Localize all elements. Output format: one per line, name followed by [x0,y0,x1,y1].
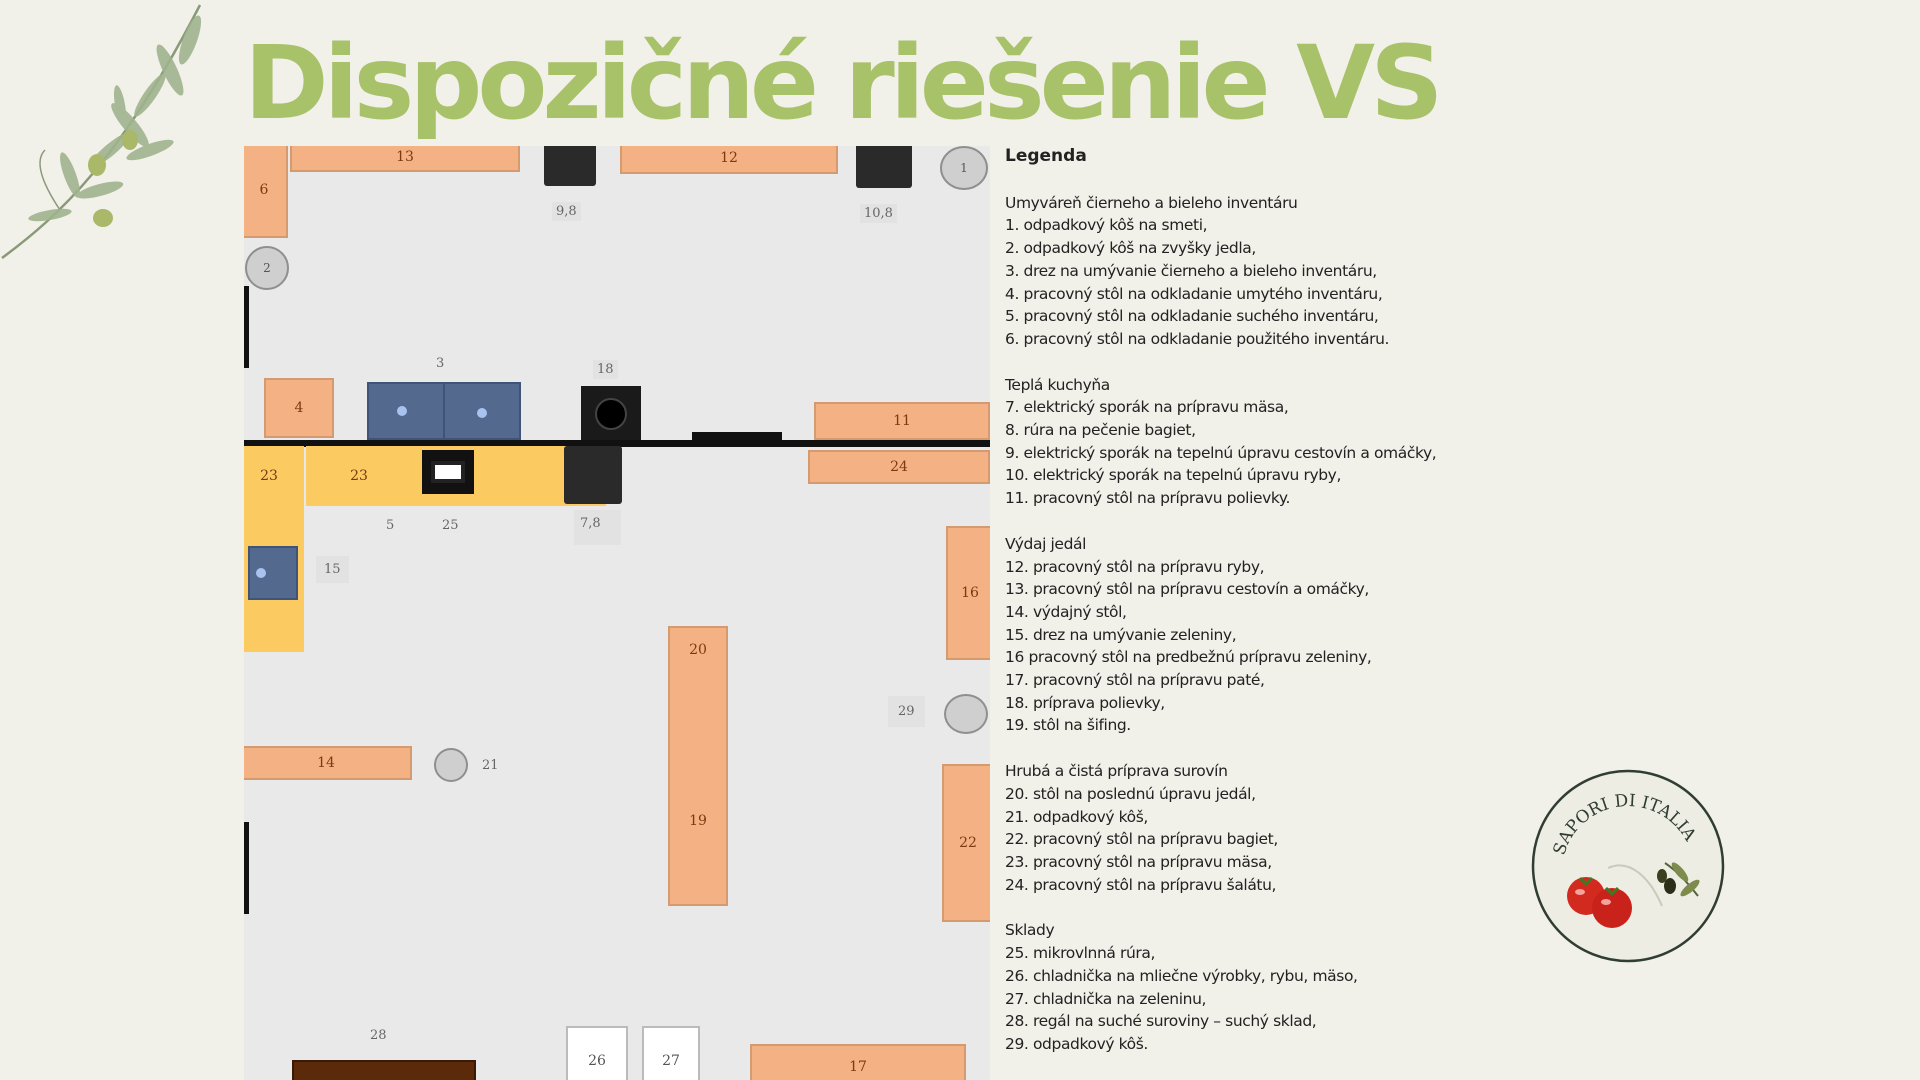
legend-item: 4. pracovný stôl na odkladanie umytého i… [1005,284,1383,303]
stove-10-8 [856,146,912,188]
table-6: 6 [244,146,288,238]
wall-segment [244,286,249,368]
table-24: 24 [808,450,990,484]
table-11: 11 [814,402,990,440]
section-title: Umyváreň čierneho a bieleho inventáru [1005,193,1298,212]
legend-item: 25. mikrovlnná rúra, [1005,944,1156,963]
label-28: 28 [370,1028,387,1043]
legend-item: 2. odpadkový kôš na zvyšky jedla, [1005,239,1256,258]
table-16: 16 [946,526,990,660]
sapori-di-italia-logo: SAPORI DI ITALIA [1531,769,1725,963]
wall-segment [692,432,782,440]
table-22: 22 [942,764,990,922]
legend-item: 5. pracovný stôl na odkladanie suchého i… [1005,307,1379,326]
bin-2: 2 [245,246,289,290]
legend-item: 27. chladnička na zeleninu, [1005,989,1207,1008]
label-3: 3 [436,356,445,371]
legend-item: 14. výdajný stôl, [1005,602,1127,621]
legend-item: 17. pracovný stôl na prípravu paté, [1005,671,1265,690]
microwave-25 [422,450,474,494]
legend-item: 21. odpadkový kôš, [1005,807,1148,826]
table-19-label: 19 [689,813,707,829]
sink-15 [248,546,298,600]
legend-item: 13. pracovný stôl na prípravu cestovín a… [1005,580,1369,599]
counter-23-label: 23 [350,468,368,484]
soup-kettle-18 [581,386,641,442]
olive-branch-illustration [1,4,202,260]
legend-section-prep: Hrubá a čistá príprava surovín 20. stôl … [1005,760,1525,896]
legend-section-storage: Sklady 25. mikrovlnná rúra, 26. chladnič… [1005,919,1525,1055]
counter-23-label: 23 [260,468,278,484]
sink-3 [367,382,521,440]
shelf-28 [292,1060,476,1080]
wall-segment [244,822,249,914]
table-20: 20 [668,626,728,906]
legend-item: 26. chladnička na mliečne výrobky, rybu,… [1005,966,1358,985]
table-4: 4 [264,378,334,438]
bin-21 [434,748,468,782]
legend-section-serving: Výdaj jedál 12. pracovný stôl na príprav… [1005,533,1525,737]
section-title: Hrubá a čistá príprava surovín [1005,762,1228,781]
legend-item: 20. stôl na poslednú úpravu jedál, [1005,784,1256,803]
table-17: 17 [750,1044,966,1080]
divider-wall [244,440,990,447]
label-29: 29 [888,696,925,727]
legend-item: 23. pracovný stôl na prípravu mäsa, [1005,852,1272,871]
legend-item: 8. rúra na pečenie bagiet, [1005,421,1196,440]
legend-item: 7. elektrický sporák na prípravu mäsa, [1005,398,1289,417]
stove-9-8 [544,146,596,186]
legend-item: 19. stôl na šifing. [1005,716,1131,735]
legend-item: 6. pracovný stôl na odkladanie použitého… [1005,329,1390,348]
page-title: Dispozičné riešenie VS [244,24,1444,143]
legend-item: 29. odpadkový kôš. [1005,1034,1148,1053]
label-9-8: 9,8 [552,202,581,221]
label-18: 18 [593,360,618,379]
label-15: 15 [316,556,349,583]
section-title: Sklady [1005,921,1055,940]
stove-7-8 [564,446,622,504]
label-25: 25 [442,518,459,533]
legend-item: 1. odpadkový kôš na smeti, [1005,216,1208,235]
kitchen-floor-plan: 6 13 9,8 12 10,8 1 2 3 18 4 11 23 23 24 … [244,146,990,1080]
legend-item: 12. pracovný stôl na prípravu ryby, [1005,557,1265,576]
legend-section-dishwashing: Umyváreň čierneho a bieleho inventáru 1.… [1005,192,1525,351]
legend-section-hot-kitchen: Teplá kuchyňa 7. elektrický sporák na pr… [1005,374,1525,510]
bin-29 [944,694,988,734]
legend-item: 15. drez na umývanie zeleniny, [1005,625,1237,644]
table-14: 14 [244,746,412,780]
fridge-27: 27 [642,1026,700,1080]
label-5: 5 [386,518,395,533]
legend-item: 9. elektrický sporák na tepelnú úpravu c… [1005,443,1437,462]
section-title: Výdaj jedál [1005,534,1087,553]
label-21: 21 [482,758,499,773]
legend-item: 22. pracovný stôl na prípravu bagiet, [1005,830,1278,849]
legend-item: 10. elektrický sporák na tepelnú úpravu … [1005,466,1341,485]
legend-item: 24. pracovný stôl na prípravu šalátu, [1005,875,1277,894]
table-13: 13 [290,146,520,172]
table-12: 12 [620,146,838,174]
fridge-26: 26 [566,1026,628,1080]
legend-item: 3. drez na umývanie čierneho a bieleho i… [1005,261,1377,280]
section-title: Teplá kuchyňa [1005,375,1110,394]
legend-item: 16 pracovný stôl na predbežnú prípravu z… [1005,648,1372,667]
legend-heading: Legenda [1005,146,1087,166]
legend-panel: Legenda Umyváreň čierneho a bieleho inve… [1005,145,1525,1079]
label-10-8: 10,8 [860,204,897,223]
legend-item: 11. pracovný stôl na prípravu polievky. [1005,489,1291,508]
label-7-8: 7,8 [574,510,621,545]
bin-1: 1 [940,146,988,190]
legend-item: 18. príprava polievky, [1005,693,1165,712]
legend-item: 28. regál na suché suroviny – suchý skla… [1005,1012,1317,1031]
